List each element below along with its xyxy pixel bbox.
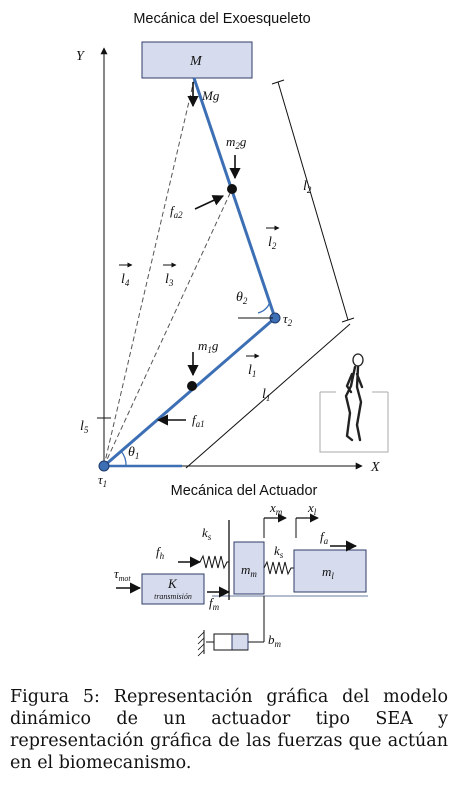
label-tau1: τ1	[98, 472, 107, 489]
mass-point-m1	[187, 381, 197, 391]
diagram-canvas: Mecánica del Exoesqueleto Y X M Mg m2g f…	[76, 11, 389, 657]
label-xm: xm	[269, 500, 283, 517]
label-ml: ml	[322, 564, 334, 581]
label-l5: l5	[80, 419, 89, 435]
label-ks-left: ks	[202, 525, 212, 542]
dimension-l2-tick-top	[271, 79, 285, 85]
dimension-l2	[277, 81, 349, 321]
label-len-l1: l1	[262, 387, 270, 403]
label-vec-l2: l2	[268, 235, 277, 251]
joint-origin	[98, 460, 110, 472]
mass-point-m2	[227, 184, 237, 194]
human-squat-icon	[319, 353, 389, 453]
mass-label: M	[189, 54, 203, 69]
label-vec-l1: l1	[248, 363, 256, 379]
label-vec-l3: l3	[165, 272, 174, 288]
ground-hatch	[197, 631, 205, 657]
label-theta1: θ1	[128, 445, 139, 461]
label-fa2: fa2	[170, 203, 183, 220]
vector-l3-dashed	[103, 188, 233, 467]
icon-frame	[319, 392, 389, 453]
label-bm: bm	[268, 632, 282, 649]
link-2	[192, 77, 277, 319]
transmission-box-K	[141, 573, 205, 605]
label-fa: fa	[320, 529, 329, 546]
label-fh: fh	[156, 544, 165, 561]
label-vec-l4: l4	[121, 272, 130, 288]
link-1	[103, 316, 276, 468]
label-fm: fm	[209, 595, 220, 612]
label-fa1: fa1	[192, 412, 205, 429]
icon-body	[344, 365, 364, 442]
label-m2g: m2g	[226, 134, 247, 151]
label-ks-right: ks	[274, 543, 284, 560]
arrow-fa2	[194, 195, 225, 210]
title-exoskeleton: Mecánica del Exoesqueleto	[133, 11, 310, 27]
label-tau-mot: τmot	[114, 566, 131, 583]
load-mass-box	[293, 549, 367, 593]
label-tau2: τ2	[283, 311, 293, 328]
spring-ks-left	[199, 554, 229, 570]
label-mm: mm	[241, 562, 257, 579]
damper-piston	[231, 633, 249, 651]
icon-head	[352, 353, 364, 367]
label-K: K	[167, 576, 178, 591]
label-xl: xl	[307, 500, 317, 517]
y-axis-label: Y	[76, 49, 86, 64]
label-m1g: m1g	[198, 338, 219, 355]
arc-theta1	[120, 450, 127, 467]
figure-caption: Figura 5: Representación gráfica del mod…	[10, 687, 448, 773]
label-len-l2: l2	[303, 179, 312, 195]
spring-ks-right	[263, 560, 294, 576]
title-actuator: Mecánica del Actuador	[171, 483, 318, 499]
label-transmision: transmisión	[154, 592, 192, 601]
vector-l4-dashed	[103, 79, 195, 467]
label-theta2: θ2	[236, 290, 248, 306]
mass-box-M	[141, 41, 253, 79]
x-axis-label: X	[370, 460, 380, 475]
dimension-l2-tick-bottom	[341, 317, 355, 323]
damper-bm	[197, 596, 265, 657]
arc-theta2	[257, 301, 271, 314]
dimension-l1	[185, 323, 351, 469]
label-Mg: Mg	[201, 88, 220, 103]
